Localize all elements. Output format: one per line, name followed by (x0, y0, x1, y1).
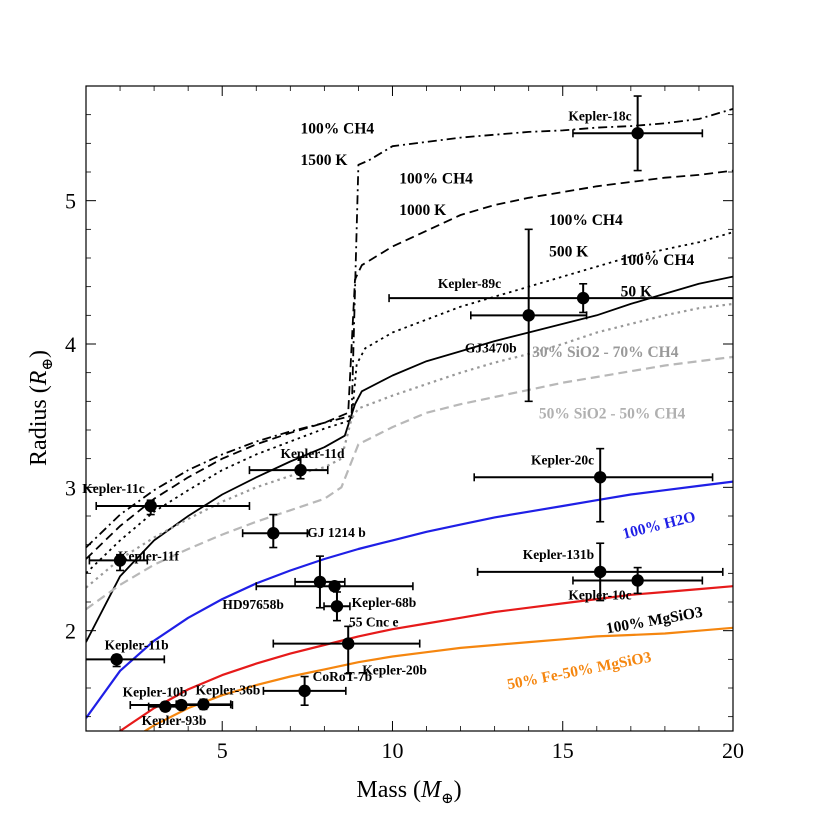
planet-points (86, 95, 733, 713)
planet-label-kepler-36b: Kepler-36b (195, 682, 260, 697)
planet-kepler-11f (88, 553, 149, 572)
planet-label-kepler-20b: Kepler-20b (362, 663, 427, 678)
planet-label-kepler-11c: Kepler-11c (82, 481, 144, 496)
sio2-30-label: 30% SiO2 - 70% CH4 (532, 344, 679, 361)
planet-marker (330, 600, 344, 613)
planet-gj-1214-b (241, 513, 309, 549)
y-tick-label: 3 (65, 475, 76, 500)
planet-corot-7b (262, 675, 347, 707)
curve-100-ch4-1000-k (86, 169, 733, 560)
axes: 5 10 15 20 2 3 4 5 (65, 86, 744, 763)
planet-label-kepler-93b: Kepler-93b (142, 713, 207, 728)
planet-marker (294, 463, 307, 477)
x-tick-label: 15 (552, 738, 574, 763)
planet-labels: Kepler-18cKepler-89cGJ3470bKepler-11dKep… (82, 108, 631, 728)
planet-label-kepler-10b: Kepler-10b (123, 685, 188, 700)
planet-kepler-93b (129, 698, 234, 712)
y-tick-label: 2 (65, 619, 76, 644)
y-axis-title: Radius (R⊕) (26, 350, 56, 466)
planet-marker (328, 580, 341, 593)
planet-label-corot-7b: CoRoT-7b (313, 669, 373, 684)
planet-marker (342, 637, 355, 650)
planet-marker (522, 309, 535, 322)
planet-marker (175, 698, 188, 712)
curve-100-h2o (86, 480, 733, 719)
planet-kepler-11c (95, 499, 251, 516)
fe-mgsio3-label: 50% Fe-50% MgSiO3 (506, 649, 653, 694)
planet-marker (576, 291, 590, 305)
planet-kepler-20c (473, 447, 714, 523)
ch4-1000-line1: 100% CH4 (399, 170, 473, 187)
curve-100-ch4-500-k (86, 231, 733, 574)
planet-55-cnc-e (323, 591, 351, 622)
planet-kepler-10c (572, 566, 704, 595)
planet-marker (631, 127, 644, 140)
planet-marker (110, 653, 123, 666)
planet-label-hd97658b: HD97658b (222, 597, 284, 612)
curve-50-sio2-50-ch4 (86, 355, 733, 611)
planet-kepler-11b (86, 653, 166, 668)
planet-marker (113, 554, 127, 567)
planet-label-kepler-131b: Kepler-131b (523, 547, 595, 562)
planet-marker (631, 574, 644, 587)
planet-label-kepler-11b: Kepler-11b (105, 637, 169, 652)
planet-kepler-89c (388, 282, 733, 314)
planet-marker (313, 575, 327, 589)
planet-label-55-cnc-e: 55 Cnc e (349, 614, 399, 629)
planet-label-kepler-11d: Kepler-11d (281, 446, 345, 461)
ch4-500-line2: 500 K (549, 244, 588, 261)
planet-label-gj3470b: GJ3470b (465, 340, 517, 355)
ch4-50-line1: 100% CH4 (621, 252, 695, 269)
curve-100-ch4-50-k (86, 275, 733, 643)
planet-marker (267, 527, 280, 540)
planet-kepler-18c (572, 95, 704, 172)
ch4-50-line2: 50 K (621, 284, 652, 301)
planet-marker (159, 700, 172, 713)
planet-kepler-131b (476, 542, 724, 602)
planet-label-gj-1214-b: GJ 1214 b (307, 525, 366, 540)
planet-label-kepler-11f: Kepler-11f (118, 548, 179, 563)
planet-label-kepler-10c: Kepler-10c (568, 588, 631, 603)
ch4-1500-line2: 1500 K (301, 152, 348, 169)
planet-kepler-11d (248, 456, 329, 480)
x-tick-label: 5 (217, 738, 228, 763)
x-tick-label: 10 (381, 738, 403, 763)
planet-hd97658b (294, 555, 346, 609)
planet-kepler-68b (255, 580, 414, 593)
planet-label-kepler-18c: Kepler-18c (568, 108, 631, 123)
ch4-1000-line2: 1000 K (399, 202, 446, 219)
curve-100-ch4-1500-k (86, 108, 733, 549)
x-tick-label: 20 (722, 738, 744, 763)
ch4-1500-line1: 100% CH4 (301, 120, 375, 137)
ch4-500-line1: 100% CH4 (549, 212, 623, 229)
planet-label-kepler-20c: Kepler-20c (531, 452, 594, 467)
y-tick-label: 5 (65, 189, 76, 214)
planet-label-kepler-68b: Kepler-68b (352, 595, 417, 610)
y-tick-label: 4 (65, 332, 76, 357)
planet-label-kepler-89c: Kepler-89c (438, 276, 501, 291)
planet-marker (144, 499, 157, 513)
curve-100-mgsio3 (118, 585, 733, 731)
plot-frame (85, 85, 734, 732)
sio2-50-label: 50% SiO2 - 50% CH4 (539, 406, 686, 423)
x-axis-title: Mass (M⊕) (356, 777, 461, 807)
planet-marker (593, 565, 607, 579)
h2o-label: 100% H2O (621, 508, 697, 543)
planet-gj3470b (469, 228, 588, 403)
planet-kepler-20b (272, 625, 421, 675)
planet-marker (298, 684, 311, 698)
planet-marker (593, 471, 607, 484)
